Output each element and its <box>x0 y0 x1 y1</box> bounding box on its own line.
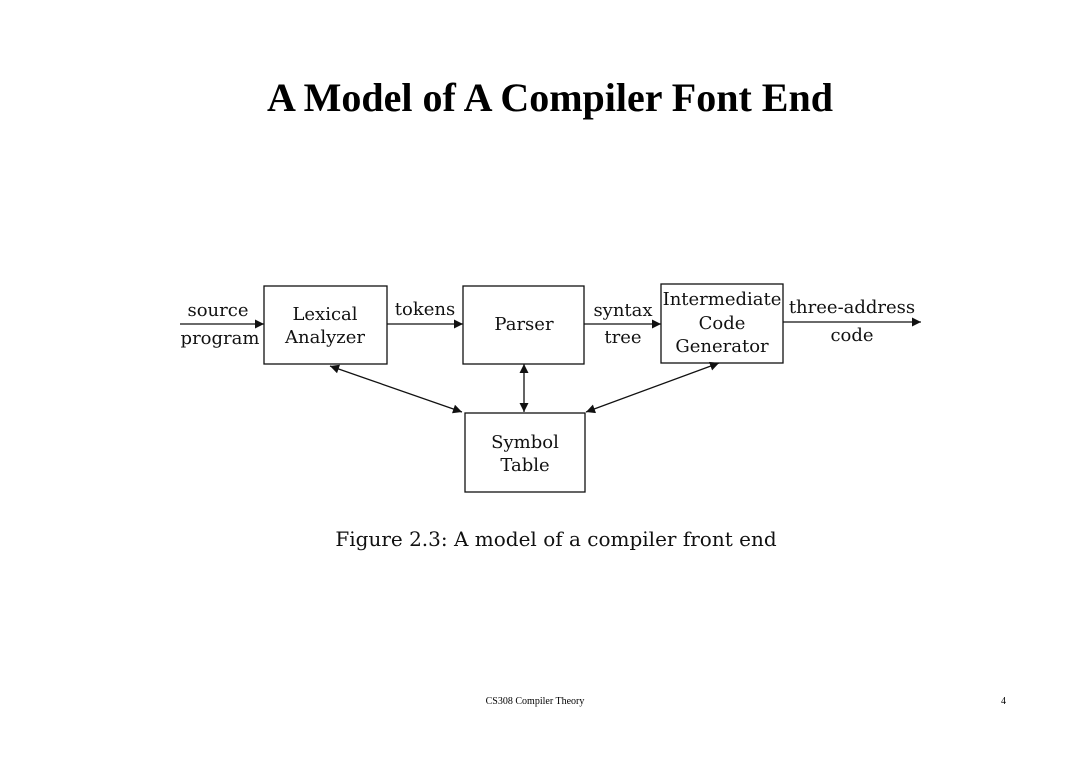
intermediate-label-line3: Generator <box>675 336 769 357</box>
three-address-label: three-address <box>789 297 915 318</box>
code-label: code <box>830 325 873 346</box>
lexical-symbol-table-arrow <box>329 364 463 414</box>
lexical-analyzer-box <box>263 285 388 365</box>
parser-label: Parser <box>494 314 554 335</box>
intermediate-symbol-table-arrow <box>585 361 720 414</box>
lexical-analyzer-label-line2: Analyzer <box>284 327 365 348</box>
symbol-table-label-line1: Symbol <box>491 432 559 453</box>
page-number: 4 <box>1001 696 1006 707</box>
syntax-label: syntax <box>593 300 652 321</box>
tree-label: tree <box>604 327 641 348</box>
source-label: source <box>187 300 248 321</box>
symbol-table-label-line2: Table <box>500 455 549 476</box>
program-label: program <box>181 328 260 349</box>
footer-course-name: CS308 Compiler Theory <box>485 696 585 707</box>
lexical-analyzer-label-line1: Lexical <box>292 304 357 325</box>
slide-title: A Model of A Compiler Font End <box>267 75 833 120</box>
tokens-label: tokens <box>395 299 455 320</box>
intermediate-label-line2: Code <box>699 313 746 334</box>
intermediate-label-line1: Intermediate <box>663 289 782 310</box>
figure-caption: Figure 2.3: A model of a compiler front … <box>335 527 776 551</box>
symbol-table-box <box>464 412 586 493</box>
